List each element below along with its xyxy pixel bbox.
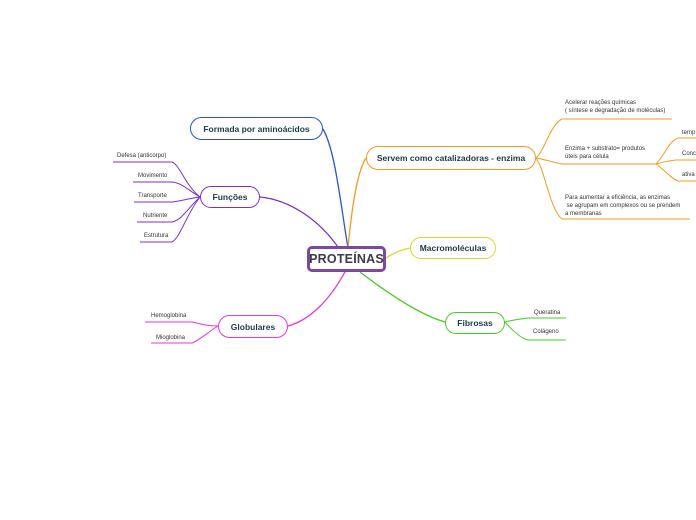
branch-funcoes[interactable]: Funções — [200, 186, 260, 208]
leaf-movimento[interactable]: Movimento — [138, 173, 168, 179]
connector-servem — [347, 157, 367, 249]
leaf-conc[interactable]: Conc — [682, 151, 696, 157]
leaf-estrutura[interactable]: Estrutura — [144, 233, 169, 239]
leaf-temp[interactable]: temp — [682, 130, 696, 136]
leaf-aumentar-eficiencia[interactable]: Para aumentar a eficiência, as enzimas s… — [565, 195, 681, 217]
leaf-mioglobina[interactable]: Mioglobina — [156, 335, 186, 341]
leaf-nutriente[interactable]: Nutriente — [143, 213, 168, 219]
leaf-queratina[interactable]: Queratina — [534, 310, 561, 316]
leaf-ativa[interactable]: ativa — [682, 172, 695, 178]
branch-formada[interactable]: Formada por aminoácidos — [190, 117, 323, 140]
connector-globulares — [287, 269, 347, 327]
central-topic[interactable]: PROTEÍNAS — [307, 246, 386, 272]
connector-macro — [385, 247, 411, 259]
branch-fibrosas[interactable]: Fibrosas — [445, 312, 505, 334]
connector-funcoes — [259, 196, 341, 251]
branch-servem[interactable]: Servem como catalizadoras - enzima — [366, 146, 536, 170]
connector-fibrosas — [359, 271, 446, 323]
branch-macro[interactable]: Macromoléculas — [410, 237, 496, 259]
leaf-acelerar[interactable]: Acelerar reações químicas ( síntese e de… — [565, 100, 666, 114]
branch-globulares[interactable]: Globulares — [218, 315, 288, 338]
leaf-enzima-substrato[interactable]: Enzima + substrato= produtos úteis para … — [565, 146, 646, 160]
leaf-colageno[interactable]: Colágeno — [533, 329, 559, 335]
leaf-transporte[interactable]: Transporte — [138, 193, 167, 199]
leaf-defesa[interactable]: Defesa (anticorpo) — [117, 153, 167, 159]
leaf-hemoglobina[interactable]: Hemoglobina — [151, 313, 187, 319]
connector-formada — [322, 128, 349, 249]
